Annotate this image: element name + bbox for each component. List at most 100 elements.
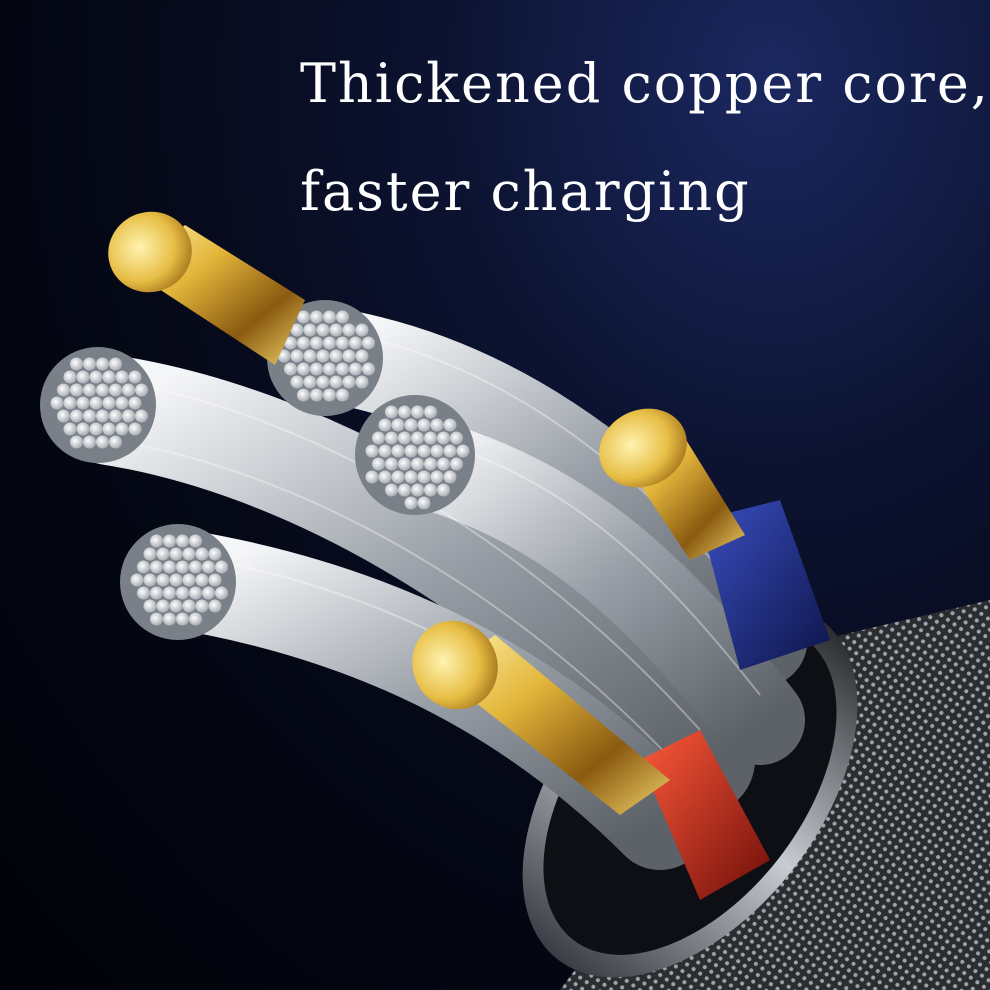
strand-wire: [150, 586, 163, 600]
strand-wire: [398, 457, 411, 471]
strand-wire: [349, 362, 362, 376]
strand-wire: [150, 534, 163, 548]
strand-wire: [128, 396, 142, 410]
strand-wire: [137, 586, 150, 600]
strand-wire: [182, 547, 196, 561]
strand-wire: [310, 388, 323, 402]
strand-wire: [169, 599, 183, 613]
strand-wire: [70, 435, 83, 449]
strand-wire: [378, 470, 392, 484]
strand-wire: [404, 418, 418, 432]
strand-wire: [143, 547, 157, 561]
headline-line-1: Thickened copper core,: [300, 52, 990, 115]
strand-wire: [456, 444, 470, 458]
strand-wire: [89, 370, 103, 384]
strand-wire: [284, 362, 297, 376]
strand-wire: [336, 336, 349, 350]
strand-wire: [437, 457, 450, 471]
strand-wire: [349, 336, 362, 350]
strand-wire: [424, 405, 437, 419]
strand-wire: [109, 383, 122, 397]
strand-wire: [424, 483, 437, 497]
strand-wire: [83, 383, 96, 397]
strand-wire: [182, 573, 196, 587]
strand-wire: [310, 336, 323, 350]
strand-wire: [417, 496, 431, 510]
strand-wire: [176, 586, 189, 600]
strand-wire: [385, 431, 398, 445]
strand-wire: [163, 586, 176, 600]
strand-wire: [290, 349, 304, 363]
strand-wire: [303, 323, 317, 337]
strand-wire: [316, 323, 330, 337]
strand-wire: [76, 370, 90, 384]
strand-wire: [355, 323, 369, 337]
strand-wire: [143, 599, 157, 613]
strand-wire: [83, 435, 96, 449]
strand-wire: [336, 362, 349, 376]
strand-wire: [156, 547, 170, 561]
strand-wire: [63, 422, 77, 436]
strand-wire: [50, 396, 64, 410]
strand-wire: [355, 349, 369, 363]
strand-wire: [163, 560, 176, 574]
strand-wire: [430, 444, 444, 458]
copper-core: [108, 211, 305, 365]
strand-wire: [342, 375, 356, 389]
strand-wire: [96, 383, 109, 397]
strand-wire: [378, 418, 392, 432]
strand-wire: [290, 323, 304, 337]
strand-wire: [182, 599, 196, 613]
strand-wire: [437, 483, 450, 497]
strand-wire: [391, 444, 405, 458]
strand-wire: [342, 349, 356, 363]
strand-wire: [323, 336, 336, 350]
strand-wire: [355, 375, 369, 389]
strand-wire: [83, 409, 96, 423]
strand-wire: [195, 599, 209, 613]
strand-wire: [135, 383, 148, 397]
strand-wire: [96, 409, 109, 423]
strand-wire: [297, 336, 310, 350]
strand-wire: [391, 418, 405, 432]
strand-wire: [169, 547, 183, 561]
strand-wire: [391, 470, 405, 484]
strand-wire: [398, 483, 411, 497]
strand-wire: [130, 573, 144, 587]
strand-wire: [329, 323, 343, 337]
strand-wire: [362, 336, 375, 350]
strand-wire: [417, 418, 431, 432]
strand-wire: [365, 470, 379, 484]
strand-wire: [404, 496, 418, 510]
strand-wire: [135, 409, 148, 423]
strand-wire: [208, 547, 222, 561]
strand-wire: [89, 422, 103, 436]
strand-wire: [443, 444, 457, 458]
strand-wire: [208, 573, 222, 587]
strand-wire: [215, 560, 228, 574]
strand-wire: [137, 560, 150, 574]
strand-wire: [290, 375, 304, 389]
strand-wire: [89, 396, 103, 410]
strand-wire: [57, 383, 70, 397]
strand-wire: [189, 534, 202, 548]
strand-wire: [202, 586, 215, 600]
strand-end-face-middle: [355, 395, 475, 515]
strand-wire: [411, 457, 424, 471]
strand-wire: [372, 431, 385, 445]
strand-wire: [411, 405, 424, 419]
strand-wire: [143, 573, 157, 587]
strand-wire: [195, 547, 209, 561]
strand-wire: [189, 586, 202, 600]
strand-wire: [215, 586, 228, 600]
strand-wire: [404, 444, 418, 458]
strand-wire: [109, 357, 122, 371]
strand-wire: [323, 310, 336, 324]
strand-wire: [310, 310, 323, 324]
strand-wire: [303, 375, 317, 389]
strand-wire: [63, 370, 77, 384]
strand-wire: [102, 370, 116, 384]
headline: Thickened copper core, faster charging: [300, 30, 990, 246]
